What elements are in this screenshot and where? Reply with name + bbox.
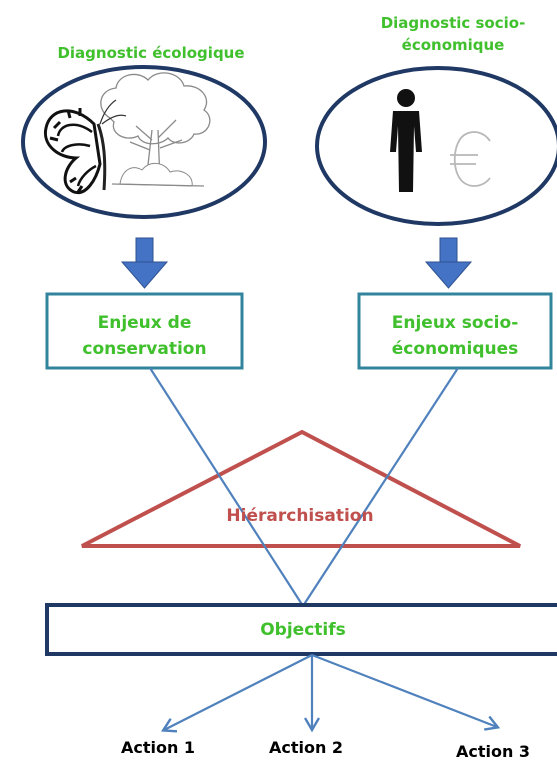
socio-diagnostic-title-line1: Diagnostic socio- bbox=[380, 14, 526, 32]
objectives-bar bbox=[45, 603, 557, 656]
action-1-label: Action 1 bbox=[120, 738, 196, 757]
action-2-label: Action 2 bbox=[268, 738, 344, 757]
socio-stakes-label: Enjeux socio- économiques bbox=[359, 310, 551, 362]
action-arrow-1 bbox=[164, 654, 313, 730]
prioritization-label: Hiérarchisation bbox=[226, 506, 374, 526]
action-3-label: Action 3 bbox=[455, 742, 531, 761]
prioritization-triangle bbox=[81, 429, 521, 548]
euro-icon bbox=[450, 131, 491, 187]
socio-diagnostic-title: Diagnostic socio- économique bbox=[348, 14, 557, 54]
ecological-diagnostic-title: Diagnostic écologique bbox=[57, 44, 245, 62]
converging-line-left bbox=[149, 367, 304, 607]
converging-line-right bbox=[302, 367, 459, 607]
tree-icon bbox=[100, 72, 211, 187]
conservation-stakes-line1: Enjeux de bbox=[97, 313, 192, 333]
conservation-stakes-line2: conservation bbox=[82, 339, 207, 359]
socio-stakes-line2: économiques bbox=[391, 339, 519, 359]
socio-stakes-line1: Enjeux socio- bbox=[391, 313, 519, 333]
socio-stakes-box bbox=[357, 292, 553, 370]
conservation-stakes-box bbox=[45, 292, 244, 370]
person-icon bbox=[390, 89, 422, 192]
conservation-stakes-label: Enjeux de conservation bbox=[47, 310, 242, 362]
objectives-label: Objectifs bbox=[260, 620, 346, 640]
thick-arrow-left bbox=[120, 237, 169, 289]
thick-arrow-right bbox=[424, 237, 473, 289]
action-arrow-3 bbox=[311, 653, 497, 727]
butterfly-icon bbox=[43, 99, 127, 195]
socio-diagnostic-ellipse bbox=[315, 66, 557, 226]
socio-diagnostic-title-line2: économique bbox=[401, 36, 505, 54]
